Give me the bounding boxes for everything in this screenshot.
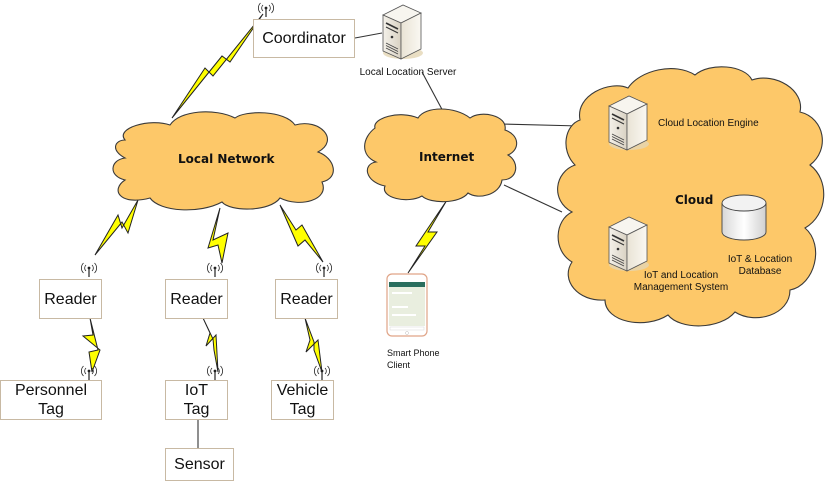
lightning-bolt-icon — [407, 199, 448, 274]
reader-node: Reader — [275, 279, 338, 319]
lightning-bolt-icon — [279, 204, 324, 263]
antenna-icon — [257, 2, 275, 18]
iot-location-management-label: IoT and Location Management System — [633, 270, 729, 293]
lightning-bolt-icon — [207, 207, 229, 264]
lightning-bolt-icon — [171, 13, 264, 119]
sensor-node: Sensor — [165, 448, 234, 481]
link-server-internet — [421, 71, 446, 116]
internet-cloud — [364, 108, 518, 203]
lightning-bolt-icon — [81, 317, 101, 373]
iot-location-database-label: IoT & Location Database — [727, 254, 793, 277]
antenna-icon — [80, 262, 98, 278]
link-coordinator-server — [354, 32, 383, 39]
internet-label: Internet — [419, 150, 475, 164]
antenna-icon — [206, 365, 224, 381]
antenna-icon — [315, 262, 333, 278]
cloud-location-engine-label: Cloud Location Engine — [658, 118, 759, 129]
iot-tag-node: IoT Tag — [165, 380, 228, 420]
lightning-bolt-icon — [202, 317, 219, 373]
server-tower-icon — [608, 216, 650, 272]
lightning-bolt-icon — [304, 317, 323, 373]
reader-node: Reader — [39, 279, 102, 319]
local-network-label: Local Network — [178, 152, 275, 166]
link-internet-cloud — [503, 184, 563, 213]
smartphone-icon — [386, 273, 428, 337]
reader-node: Reader — [165, 279, 228, 319]
server-tower-icon — [608, 95, 650, 151]
antenna-icon — [206, 262, 224, 278]
lightning-bolt-icon — [94, 199, 139, 256]
vehicle-tag-node: Vehicle Tag — [271, 380, 334, 420]
cloud-label: Cloud — [675, 193, 714, 207]
personnel-tag-node: Personnel Tag — [0, 380, 102, 420]
database-cylinder-icon — [721, 194, 767, 241]
link-internet-cloud-engine — [499, 123, 581, 127]
local-location-server-label: Local Location Server — [359, 67, 457, 78]
local-network-cloud — [112, 111, 334, 211]
coordinator-node: Coordinator — [253, 19, 355, 58]
antenna-icon — [80, 365, 98, 381]
server-tower-icon — [382, 4, 424, 60]
wireless-links — [81, 13, 448, 373]
smart-phone-client-label: Smart Phone Client — [387, 348, 440, 370]
